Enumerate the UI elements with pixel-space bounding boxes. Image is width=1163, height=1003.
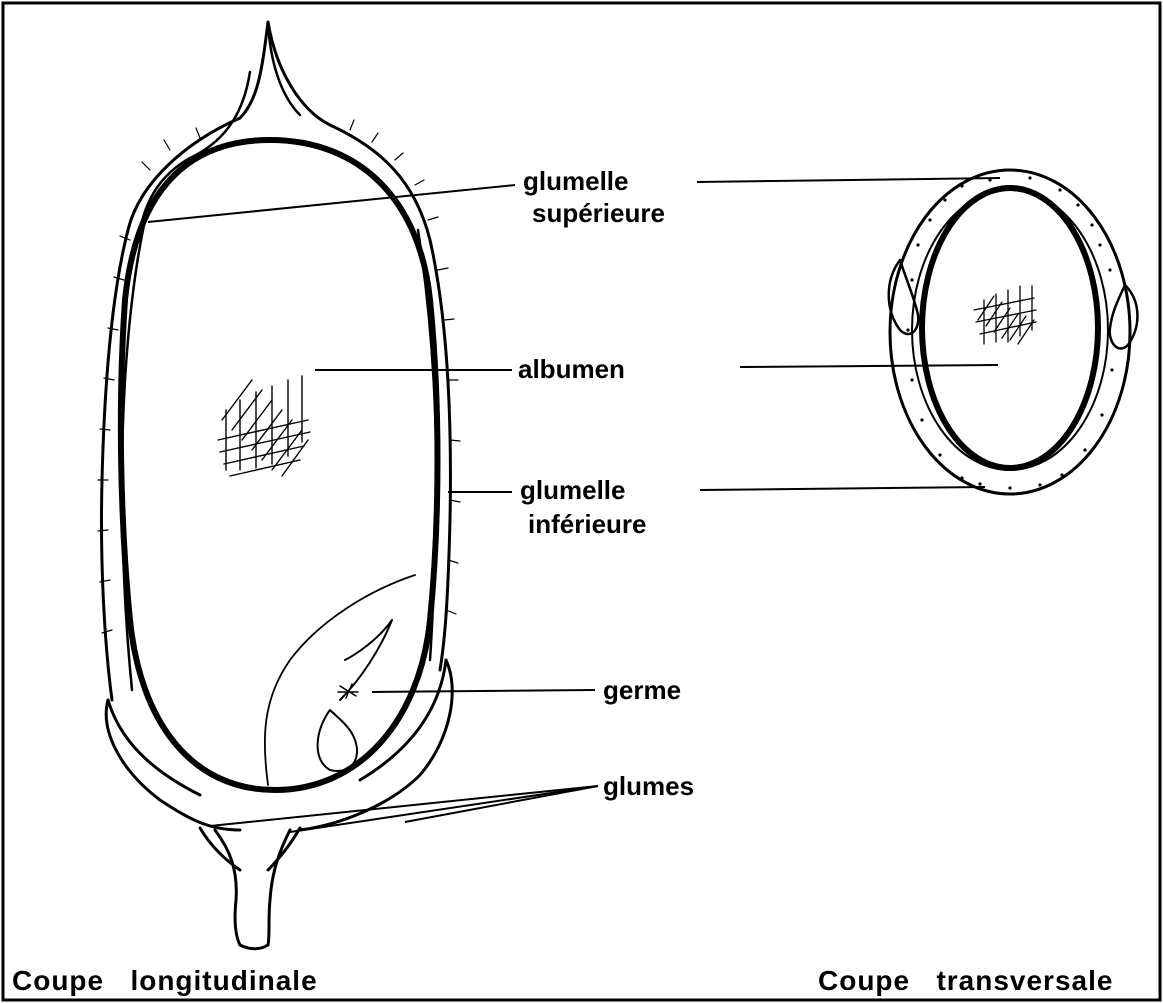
label-glumelle-superieure-1: glumelle	[523, 166, 628, 196]
label-germe: germe	[603, 675, 681, 705]
label-glumelle-superieure-2: supérieure	[532, 198, 665, 228]
label-glumelle-inferieure-2: inférieure	[528, 509, 647, 539]
label-albumen: albumen	[518, 354, 625, 384]
label-glumelle-inferieure-1: glumelle	[520, 475, 625, 505]
label-glumes: glumes	[603, 771, 694, 801]
caption-longitudinal: Coupe longitudinale	[12, 965, 318, 996]
caption-transversal: Coupe transversale	[818, 965, 1113, 996]
